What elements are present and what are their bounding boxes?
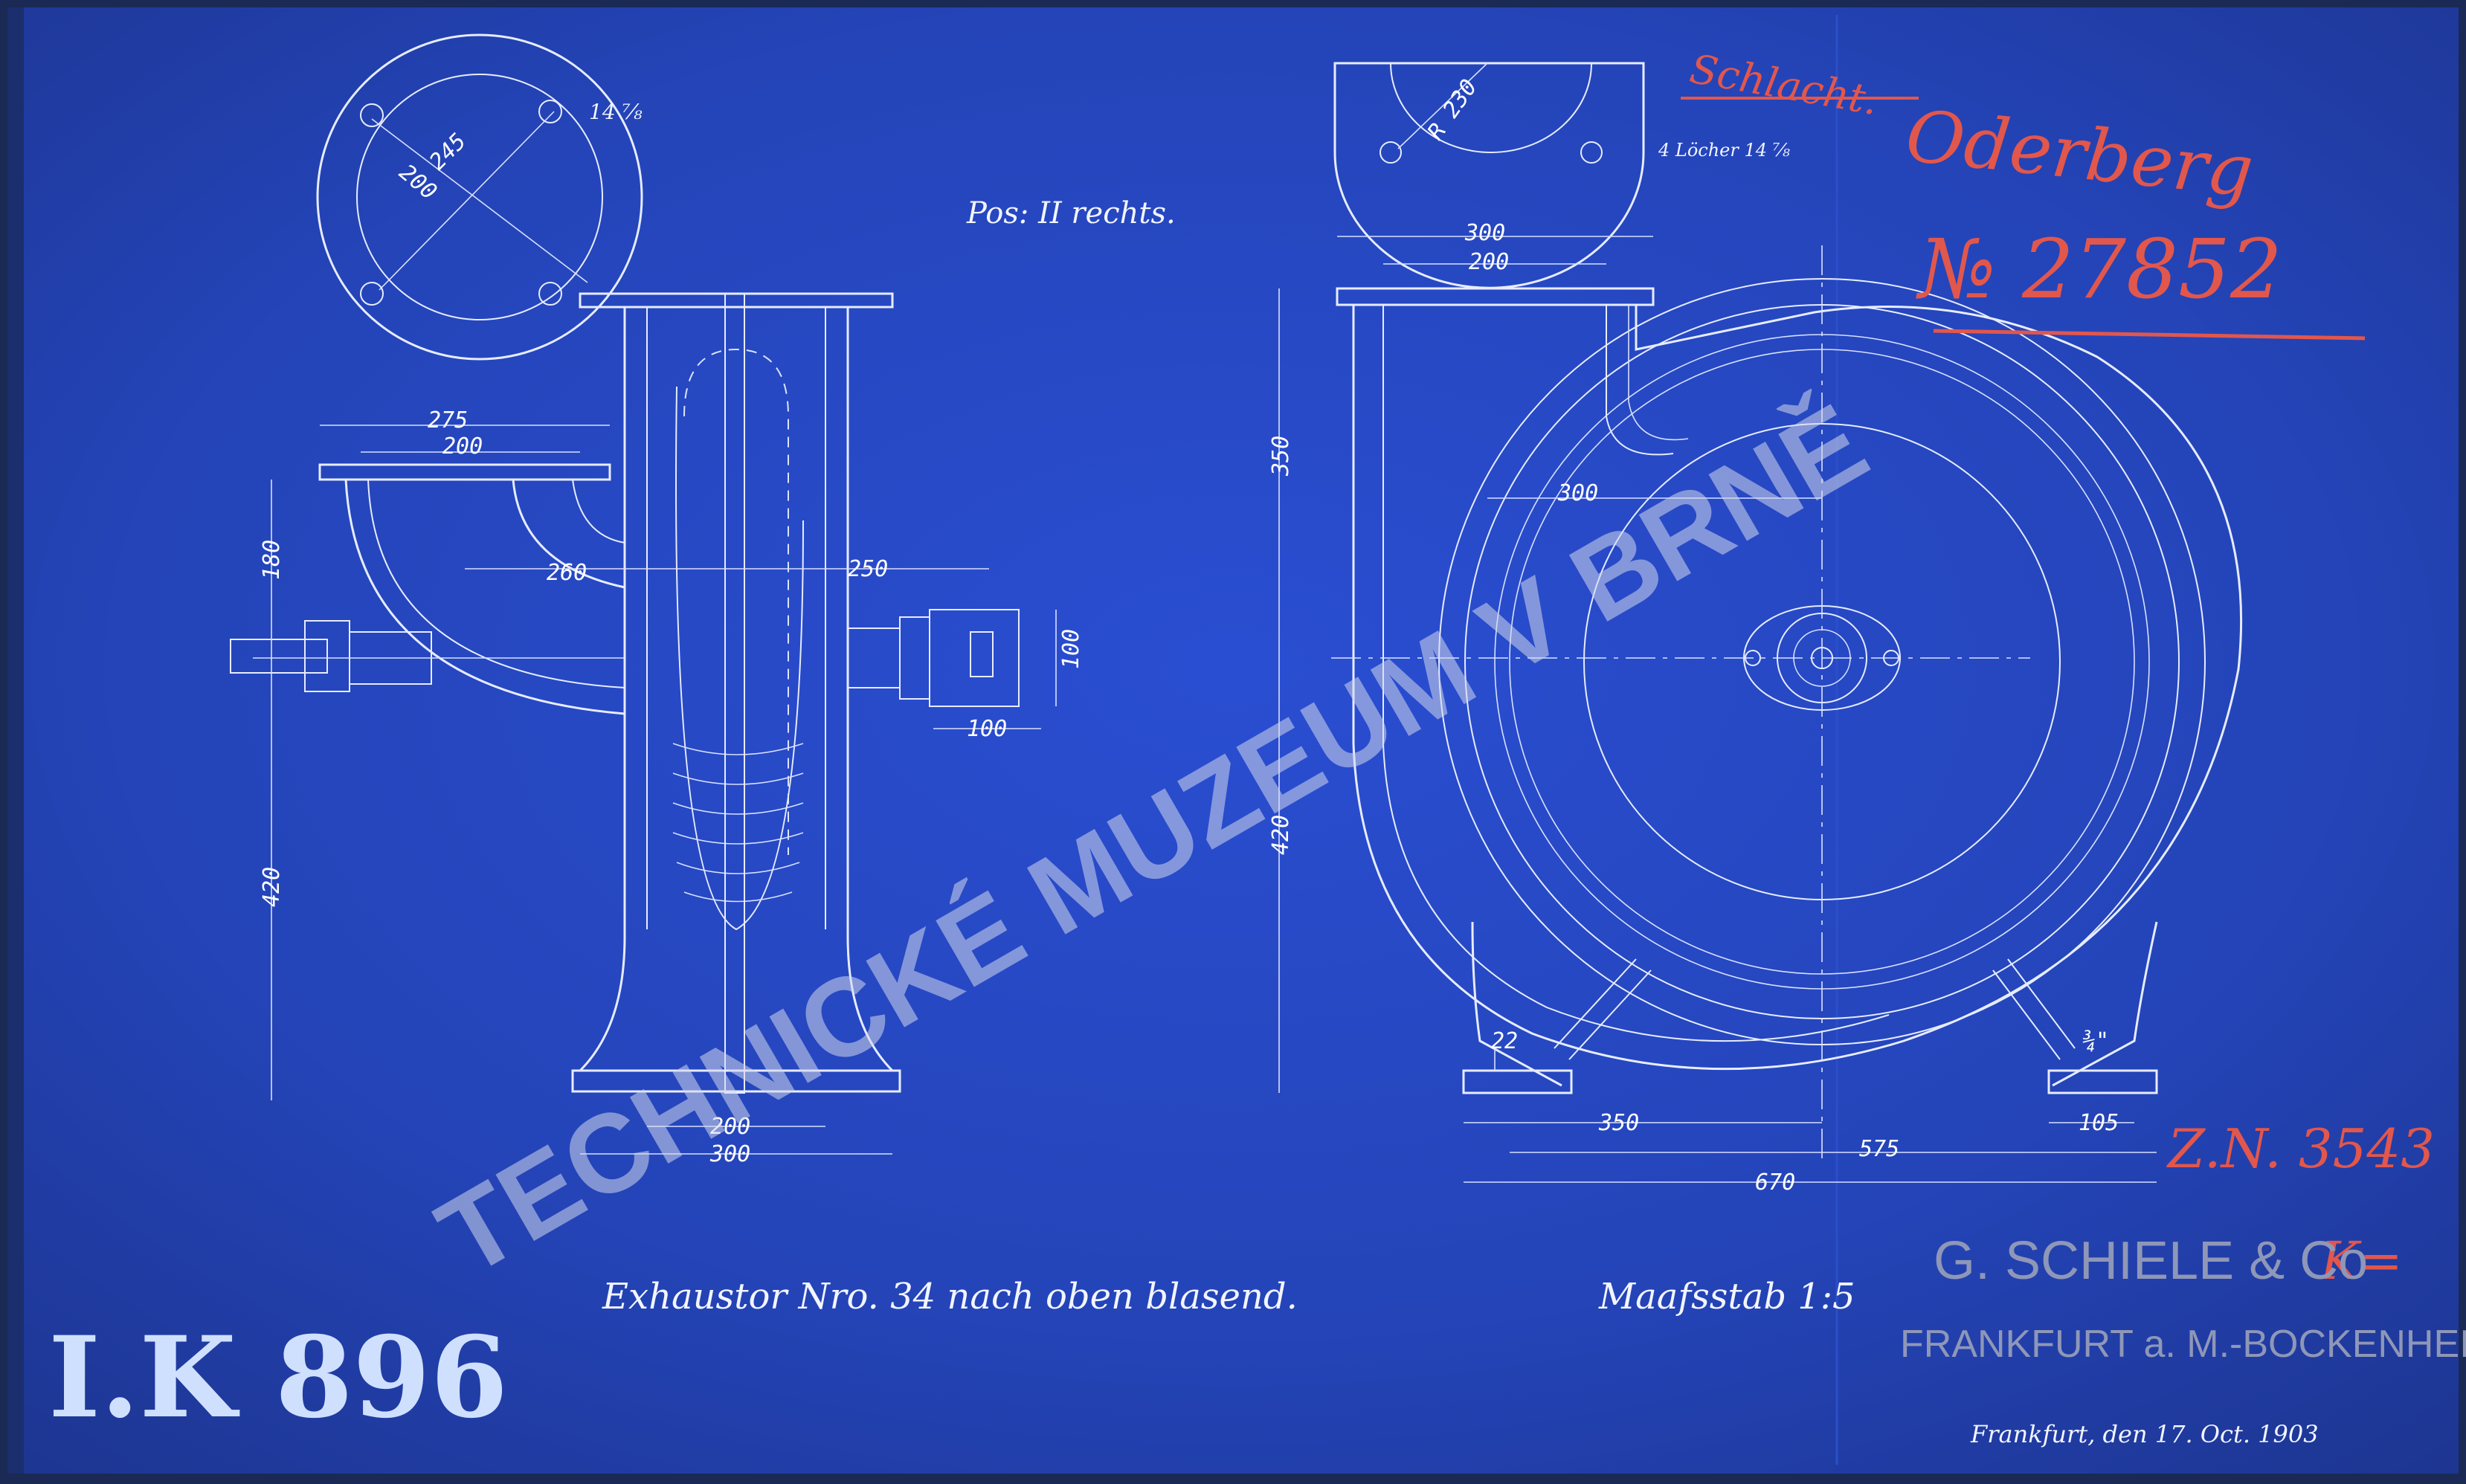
company-stamp-address: FRANKFURT a. M.-BOCKENHEIM. — [1900, 1323, 2466, 1366]
red-mark: K= — [2319, 1230, 2403, 1291]
side-dim-200: 200 — [442, 433, 483, 459]
scale-note: Maafsstab 1:5 — [1598, 1276, 1855, 1317]
front-dim-22: 22 — [1491, 1028, 1518, 1054]
flange-view: 200 245 14 ⅞ — [316, 33, 643, 361]
side-dim-180: 180 — [259, 540, 285, 580]
front-view: R 230 4 Löcher 14 ⅞ — [1268, 62, 2243, 1196]
torn-left-edge — [7, 7, 24, 1474]
front-dim-300-radius: 300 — [1557, 480, 1598, 506]
side-dim-300-base: 300 — [709, 1141, 750, 1167]
front-dim-350-base: 350 — [1598, 1110, 1639, 1136]
red-ref-number: Z.N. 3543 — [2166, 1117, 2435, 1180]
front-holes-note: 4 Löcher 14 ⅞ — [1658, 140, 1791, 161]
front-dim-300: 300 — [1464, 220, 1505, 246]
side-dim-100-vertical: 100 — [1058, 629, 1084, 669]
front-dim-350-vertical: 350 — [1268, 436, 1294, 477]
front-dim-670: 670 — [1755, 1170, 1795, 1196]
front-dim-200: 200 — [1469, 249, 1509, 275]
company-stamp-name: G. SCHIELE & Co — [1934, 1231, 2368, 1291]
position-note: Pos: II rechts. — [966, 196, 1176, 230]
front-dim-three-quarter: ¾" — [2082, 1028, 2109, 1054]
inventory-stencil: I.K 896 — [48, 1312, 508, 1443]
side-dim-200-base: 200 — [710, 1114, 750, 1140]
side-dim-275: 275 — [428, 407, 468, 433]
front-dim-105: 105 — [2079, 1110, 2119, 1136]
date-line: Frankfurt, den 17. Oct. 1903 — [1970, 1420, 2319, 1448]
red-order-number: № 27852 — [1915, 222, 2282, 317]
front-dim-420: 420 — [1268, 815, 1294, 855]
red-underline-2 — [1933, 329, 2366, 341]
front-dim-575: 575 — [1859, 1136, 1899, 1162]
drawing-title: Exhaustor Nro. 34 nach oben blasend. — [602, 1276, 1298, 1317]
side-dim-420: 420 — [259, 867, 285, 907]
side-view: 275 200 180 260 250 100 100 420 200 300 — [230, 292, 1084, 1167]
side-dim-260: 260 — [547, 560, 587, 586]
side-dim-250: 250 — [848, 556, 888, 582]
flange-holes-note: 14 ⅞ — [589, 100, 643, 124]
side-dim-100-horizontal: 100 — [967, 716, 1007, 742]
